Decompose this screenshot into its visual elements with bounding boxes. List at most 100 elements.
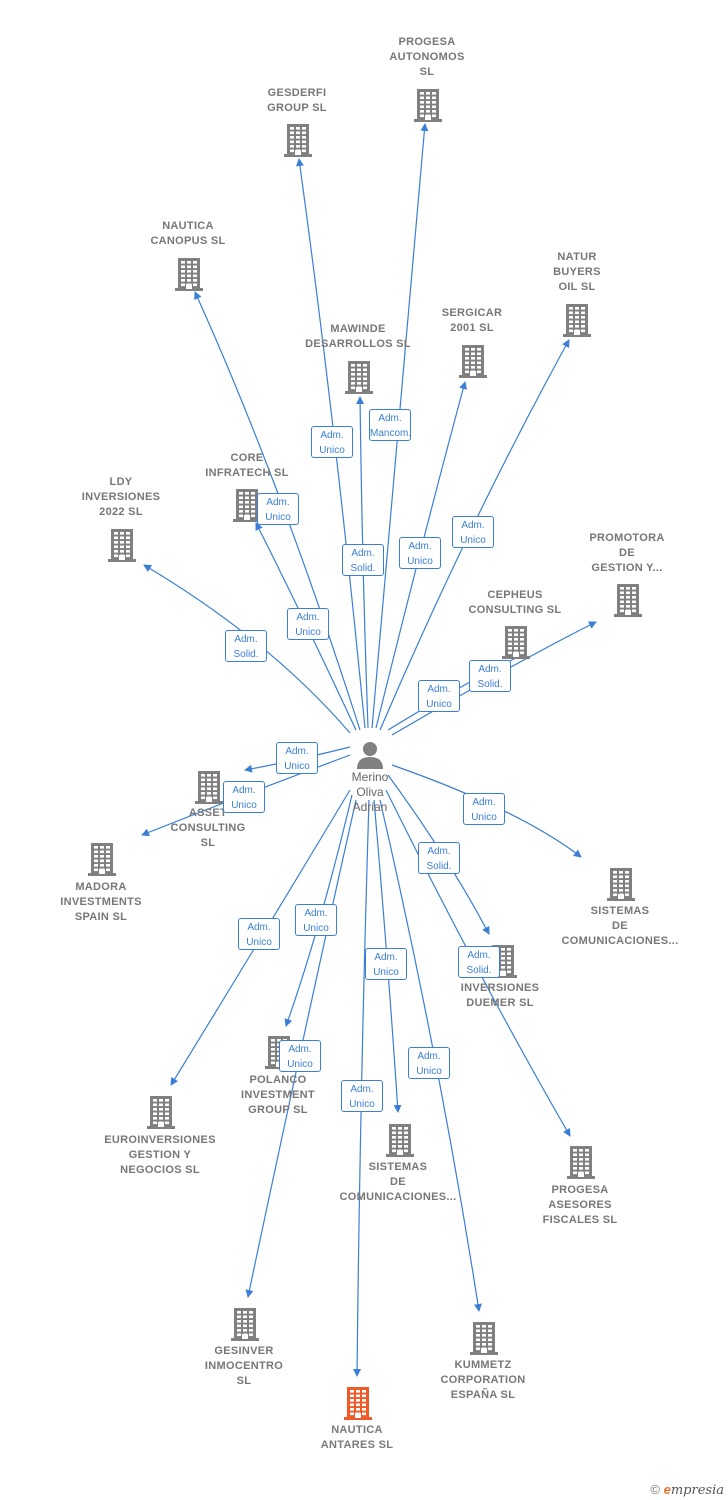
building-icon (459, 345, 487, 378)
company-name: PROMOTORA DE GESTION Y... (589, 532, 665, 574)
company-node-asset-consulting[interactable] (139, 768, 279, 806)
company-node-kummetz-corporation[interactable] (414, 1319, 554, 1357)
company-label-gesderfi-group[interactable]: GESDERFI GROUP SL (227, 86, 367, 116)
company-label-progesa-asesores[interactable]: PROGESA ASESORES FISCALES SL (510, 1183, 650, 1228)
role-badge-ldy-inversiones[interactable]: Adm. Solid. (225, 630, 267, 662)
role-badge-mawinde-desarrollos[interactable]: Adm. Solid. (342, 544, 384, 576)
company-node-nautica-canopus[interactable] (119, 255, 259, 293)
copyright-icon: © (650, 1482, 660, 1497)
role-badge-sistemas-comunicaciones-1[interactable]: Adm. Unico (463, 793, 505, 825)
building-icon (607, 868, 635, 901)
company-name: CORE INFRATECH SL (205, 452, 289, 479)
building-icon (88, 843, 116, 876)
footer-brand: © empresia (650, 1482, 724, 1498)
company-label-ldy-inversiones[interactable]: LDY INVERSIONES 2022 SL (51, 475, 191, 520)
company-label-nautica-antares[interactable]: NAUTICA ANTARES SL (287, 1423, 427, 1453)
role-badge-inversiones-duemer[interactable]: Adm. Solid. (418, 842, 460, 874)
company-label-gesinver-inmocentro[interactable]: GESINVER INMOCENTRO SL (174, 1344, 314, 1389)
company-node-gesderfi-group[interactable] (228, 121, 368, 159)
company-label-natur-buyers-oil[interactable]: NATUR BUYERS OIL SL (507, 250, 647, 295)
company-node-euroinversiones[interactable] (91, 1093, 231, 1131)
building-icon (108, 529, 136, 562)
company-node-promotora-gestion[interactable] (558, 581, 698, 619)
company-node-cepheus-consulting[interactable] (446, 623, 586, 661)
company-node-progesa-asesores[interactable] (511, 1143, 651, 1181)
role-badge-madora-investments[interactable]: Adm. Unico (223, 781, 265, 813)
company-label-sergicar-2001[interactable]: SERGICAR 2001 SL (402, 306, 542, 336)
building-icon (470, 1322, 498, 1355)
company-label-mawinde-desarrollos[interactable]: MAWINDE DESARROLLOS SL (288, 322, 428, 352)
role-badge-euroinversiones[interactable]: Adm. Unico (238, 918, 280, 950)
company-node-ldy-inversiones[interactable] (52, 526, 192, 564)
building-icon (414, 89, 442, 122)
company-node-inversiones-duemer[interactable] (433, 942, 573, 980)
company-label-sistemas-comunicaciones-2[interactable]: SISTEMAS DE COMUNICACIONES... (328, 1160, 468, 1205)
company-name: SISTEMAS DE COMUNICACIONES... (339, 1161, 457, 1203)
company-label-sistemas-comunicaciones-1[interactable]: SISTEMAS DE COMUNICACIONES... (550, 904, 690, 949)
role-badge-asset-consulting[interactable]: Adm. Unico (276, 742, 318, 774)
company-label-progesa-autonomos[interactable]: PROGESA AUTONOMOS SL (357, 35, 497, 80)
company-node-gesinver-inmocentro[interactable] (175, 1305, 315, 1343)
role-badge-sergicar-2001[interactable]: Adm. Unico (399, 537, 441, 569)
company-node-sistemas-comunicaciones-2[interactable] (330, 1121, 470, 1159)
building-icon (614, 584, 642, 617)
company-node-nautica-antares[interactable] (288, 1384, 428, 1422)
company-node-sistemas-comunicaciones-1[interactable] (551, 865, 691, 903)
company-name: GESINVER INMOCENTRO SL (204, 1345, 284, 1387)
role-badge-progesa-asesores[interactable]: Adm. Solid. (458, 946, 500, 978)
role-badge-progesa-autonomos[interactable]: Adm. Mancom. (369, 409, 411, 441)
company-name: SERGICAR 2001 SL (441, 307, 503, 334)
company-name: CEPHEUS CONSULTING SL (468, 589, 562, 616)
role-badge-kummetz-corporation[interactable]: Adm. Unico (408, 1047, 450, 1079)
company-name: NAUTICA CANOPUS SL (150, 220, 226, 247)
company-name: MADORA INVESTMENTS SPAIN SL (60, 881, 142, 923)
role-badge-natur-buyers-oil[interactable]: Adm. Unico (452, 516, 494, 548)
role-badge-sistemas-comunicaciones-2[interactable]: Adm. Unico (365, 948, 407, 980)
building-icon (567, 1146, 595, 1179)
company-label-euroinversiones[interactable]: EUROINVERSIONES GESTION Y NEGOCIOS SL (90, 1133, 230, 1178)
company-name: KUMMETZ CORPORATION ESPAÑA SL (440, 1359, 526, 1401)
company-name: ASSET CONSULTING SL (170, 807, 246, 849)
company-node-madora-investments[interactable] (32, 840, 172, 878)
role-badge-gesinver-inmocentro[interactable]: Adm. Unico (279, 1040, 321, 1072)
role-badge-nautica-canopus[interactable]: Adm. Unico (257, 493, 299, 525)
building-icon (195, 771, 223, 804)
role-badge-cepheus-consulting[interactable]: Adm. Unico (418, 680, 460, 712)
company-name: INVERSIONES DUEMER SL (460, 982, 540, 1009)
role-badge-polanco-investment[interactable]: Adm. Unico (295, 904, 337, 936)
company-label-polanco-investment[interactable]: POLANCO INVESTMENT GROUP SL (208, 1073, 348, 1118)
brand-name: mpresia (670, 1483, 724, 1498)
company-name: SISTEMAS DE COMUNICACIONES... (561, 905, 679, 947)
company-node-core-infratech[interactable] (177, 486, 317, 524)
company-label-nautica-canopus[interactable]: NAUTICA CANOPUS SL (118, 219, 258, 249)
company-name: GESDERFI GROUP SL (267, 87, 327, 114)
company-label-promotora-gestion[interactable]: PROMOTORA DE GESTION Y... (557, 531, 697, 576)
person-node[interactable]: Merino Oliva Adrian (320, 740, 420, 815)
role-badge-core-infratech[interactable]: Adm. Unico (287, 608, 329, 640)
person-name: Merino Oliva Adrian (351, 770, 389, 814)
company-node-mawinde-desarrollos[interactable] (289, 358, 429, 396)
person-icon (357, 742, 383, 769)
company-label-core-infratech[interactable]: CORE INFRATECH SL (177, 451, 317, 481)
company-node-progesa-autonomos[interactable] (358, 86, 498, 124)
company-label-inversiones-duemer[interactable]: INVERSIONES DUEMER SL (430, 981, 570, 1011)
company-label-asset-consulting[interactable]: ASSET CONSULTING SL (138, 806, 278, 851)
role-badge-promotora-gestion[interactable]: Adm. Solid. (469, 660, 511, 692)
building-icon (147, 1096, 175, 1129)
building-icon (231, 1308, 259, 1341)
company-label-kummetz-corporation[interactable]: KUMMETZ CORPORATION ESPAÑA SL (413, 1358, 553, 1403)
company-label-cepheus-consulting[interactable]: CEPHEUS CONSULTING SL (445, 588, 585, 618)
company-name: NAUTICA ANTARES SL (320, 1424, 394, 1451)
role-badge-nautica-antares[interactable]: Adm. Unico (341, 1080, 383, 1112)
building-icon (175, 258, 203, 291)
company-name: PROGESA ASESORES FISCALES SL (542, 1184, 618, 1226)
role-badge-gesderfi-group[interactable]: Adm. Unico (311, 426, 353, 458)
company-name: NATUR BUYERS OIL SL (553, 251, 601, 293)
building-icon (233, 489, 261, 522)
company-node-sergicar-2001[interactable] (403, 342, 543, 380)
company-node-natur-buyers-oil[interactable] (507, 301, 647, 339)
building-icon (502, 626, 530, 659)
company-name: POLANCO INVESTMENT GROUP SL (241, 1074, 315, 1116)
company-label-madora-investments[interactable]: MADORA INVESTMENTS SPAIN SL (31, 880, 171, 925)
